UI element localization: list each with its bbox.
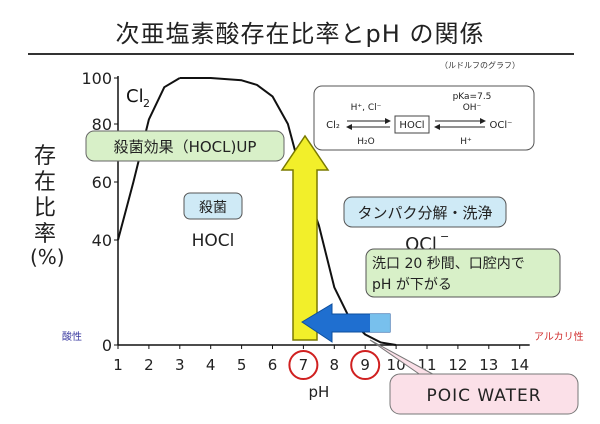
- page-title: 次亜塩素酸存在比率とpH の関係: [115, 20, 485, 48]
- mouth-rinse-line1: 洗口 20 秒間、口腔内で: [372, 256, 525, 272]
- eq-right-top: OH⁻: [463, 103, 482, 113]
- eq-left-bottom: H₂O: [357, 137, 374, 147]
- y-tick-label: 0: [102, 336, 112, 355]
- tick-circle-9: [350, 350, 381, 380]
- eq-right-bottom: H⁺: [460, 137, 472, 147]
- x-tick-label: 8: [330, 356, 340, 374]
- sterilize-text: 殺菌: [199, 200, 227, 216]
- x-tick-label: 2: [144, 356, 154, 374]
- cl2-subscript: 2: [143, 97, 150, 110]
- alkali-label: アルカリ性: [534, 332, 584, 343]
- x-tick-label: 5: [237, 356, 247, 374]
- ocl-superscript: −: [440, 230, 449, 243]
- cl2-label: Cl: [126, 86, 144, 107]
- eq-center-box: [394, 115, 430, 134]
- sterilize-box: [183, 192, 243, 220]
- x-tick-label: 12: [448, 356, 467, 374]
- mouth-rinse-box: [365, 248, 561, 298]
- x-tick-label: 14: [510, 356, 529, 374]
- x-tick-label: 1: [113, 356, 123, 374]
- y-axis-label-char-3: 比: [34, 196, 57, 221]
- tick-circle-7: [288, 350, 319, 380]
- y-tick-label: 40: [92, 231, 112, 250]
- ph-down-arrow-tail: [370, 314, 390, 332]
- protein-box: [343, 196, 507, 228]
- x-axis-label: pH: [308, 383, 329, 401]
- eq-center: HOCl: [399, 120, 424, 131]
- y-tick-label: 80: [92, 115, 112, 134]
- eq-left-top: H⁺, Cl⁻: [351, 103, 382, 113]
- ph-up-arrow: [280, 134, 330, 341]
- series-line-cl2: [117, 77, 181, 241]
- x-tick-label: 13: [479, 356, 498, 374]
- x-tick-label: 7: [299, 356, 309, 374]
- x-tick-label: 9: [360, 356, 370, 374]
- y-axis-label-char-1: 存: [34, 144, 57, 169]
- eq-right-species: OCl⁻: [490, 120, 513, 131]
- x-tick-label: 4: [206, 356, 216, 374]
- protein-text: タンパク分解・洗浄: [357, 204, 492, 222]
- y-axis-unit: (%): [30, 245, 65, 269]
- product-label: POIC WATER: [426, 386, 541, 406]
- x-tick-label: 3: [175, 356, 185, 374]
- hocl-label: HOCl: [192, 231, 235, 251]
- title-divider: [28, 53, 574, 55]
- acid-label: 酸性: [62, 332, 82, 343]
- x-tick-label: 6: [268, 356, 278, 374]
- sterilize-effect-text: 殺菌効果（HOCL)UP: [114, 138, 257, 156]
- pka-label: pKa=7.5: [453, 92, 492, 102]
- y-tick-label: 60: [92, 173, 112, 192]
- sterilize-effect-box: [85, 130, 285, 162]
- source-note: （ルドルフのグラフ）: [440, 61, 520, 70]
- y-axis-label-char-2: 在: [34, 170, 57, 195]
- y-axis-label-char-4: 率: [34, 222, 57, 247]
- product-box: [389, 373, 579, 415]
- eq-left-species: Cl₂: [326, 120, 340, 131]
- mouth-rinse-line2: pH が下がる: [372, 277, 452, 293]
- y-tick-label: 100: [81, 69, 112, 88]
